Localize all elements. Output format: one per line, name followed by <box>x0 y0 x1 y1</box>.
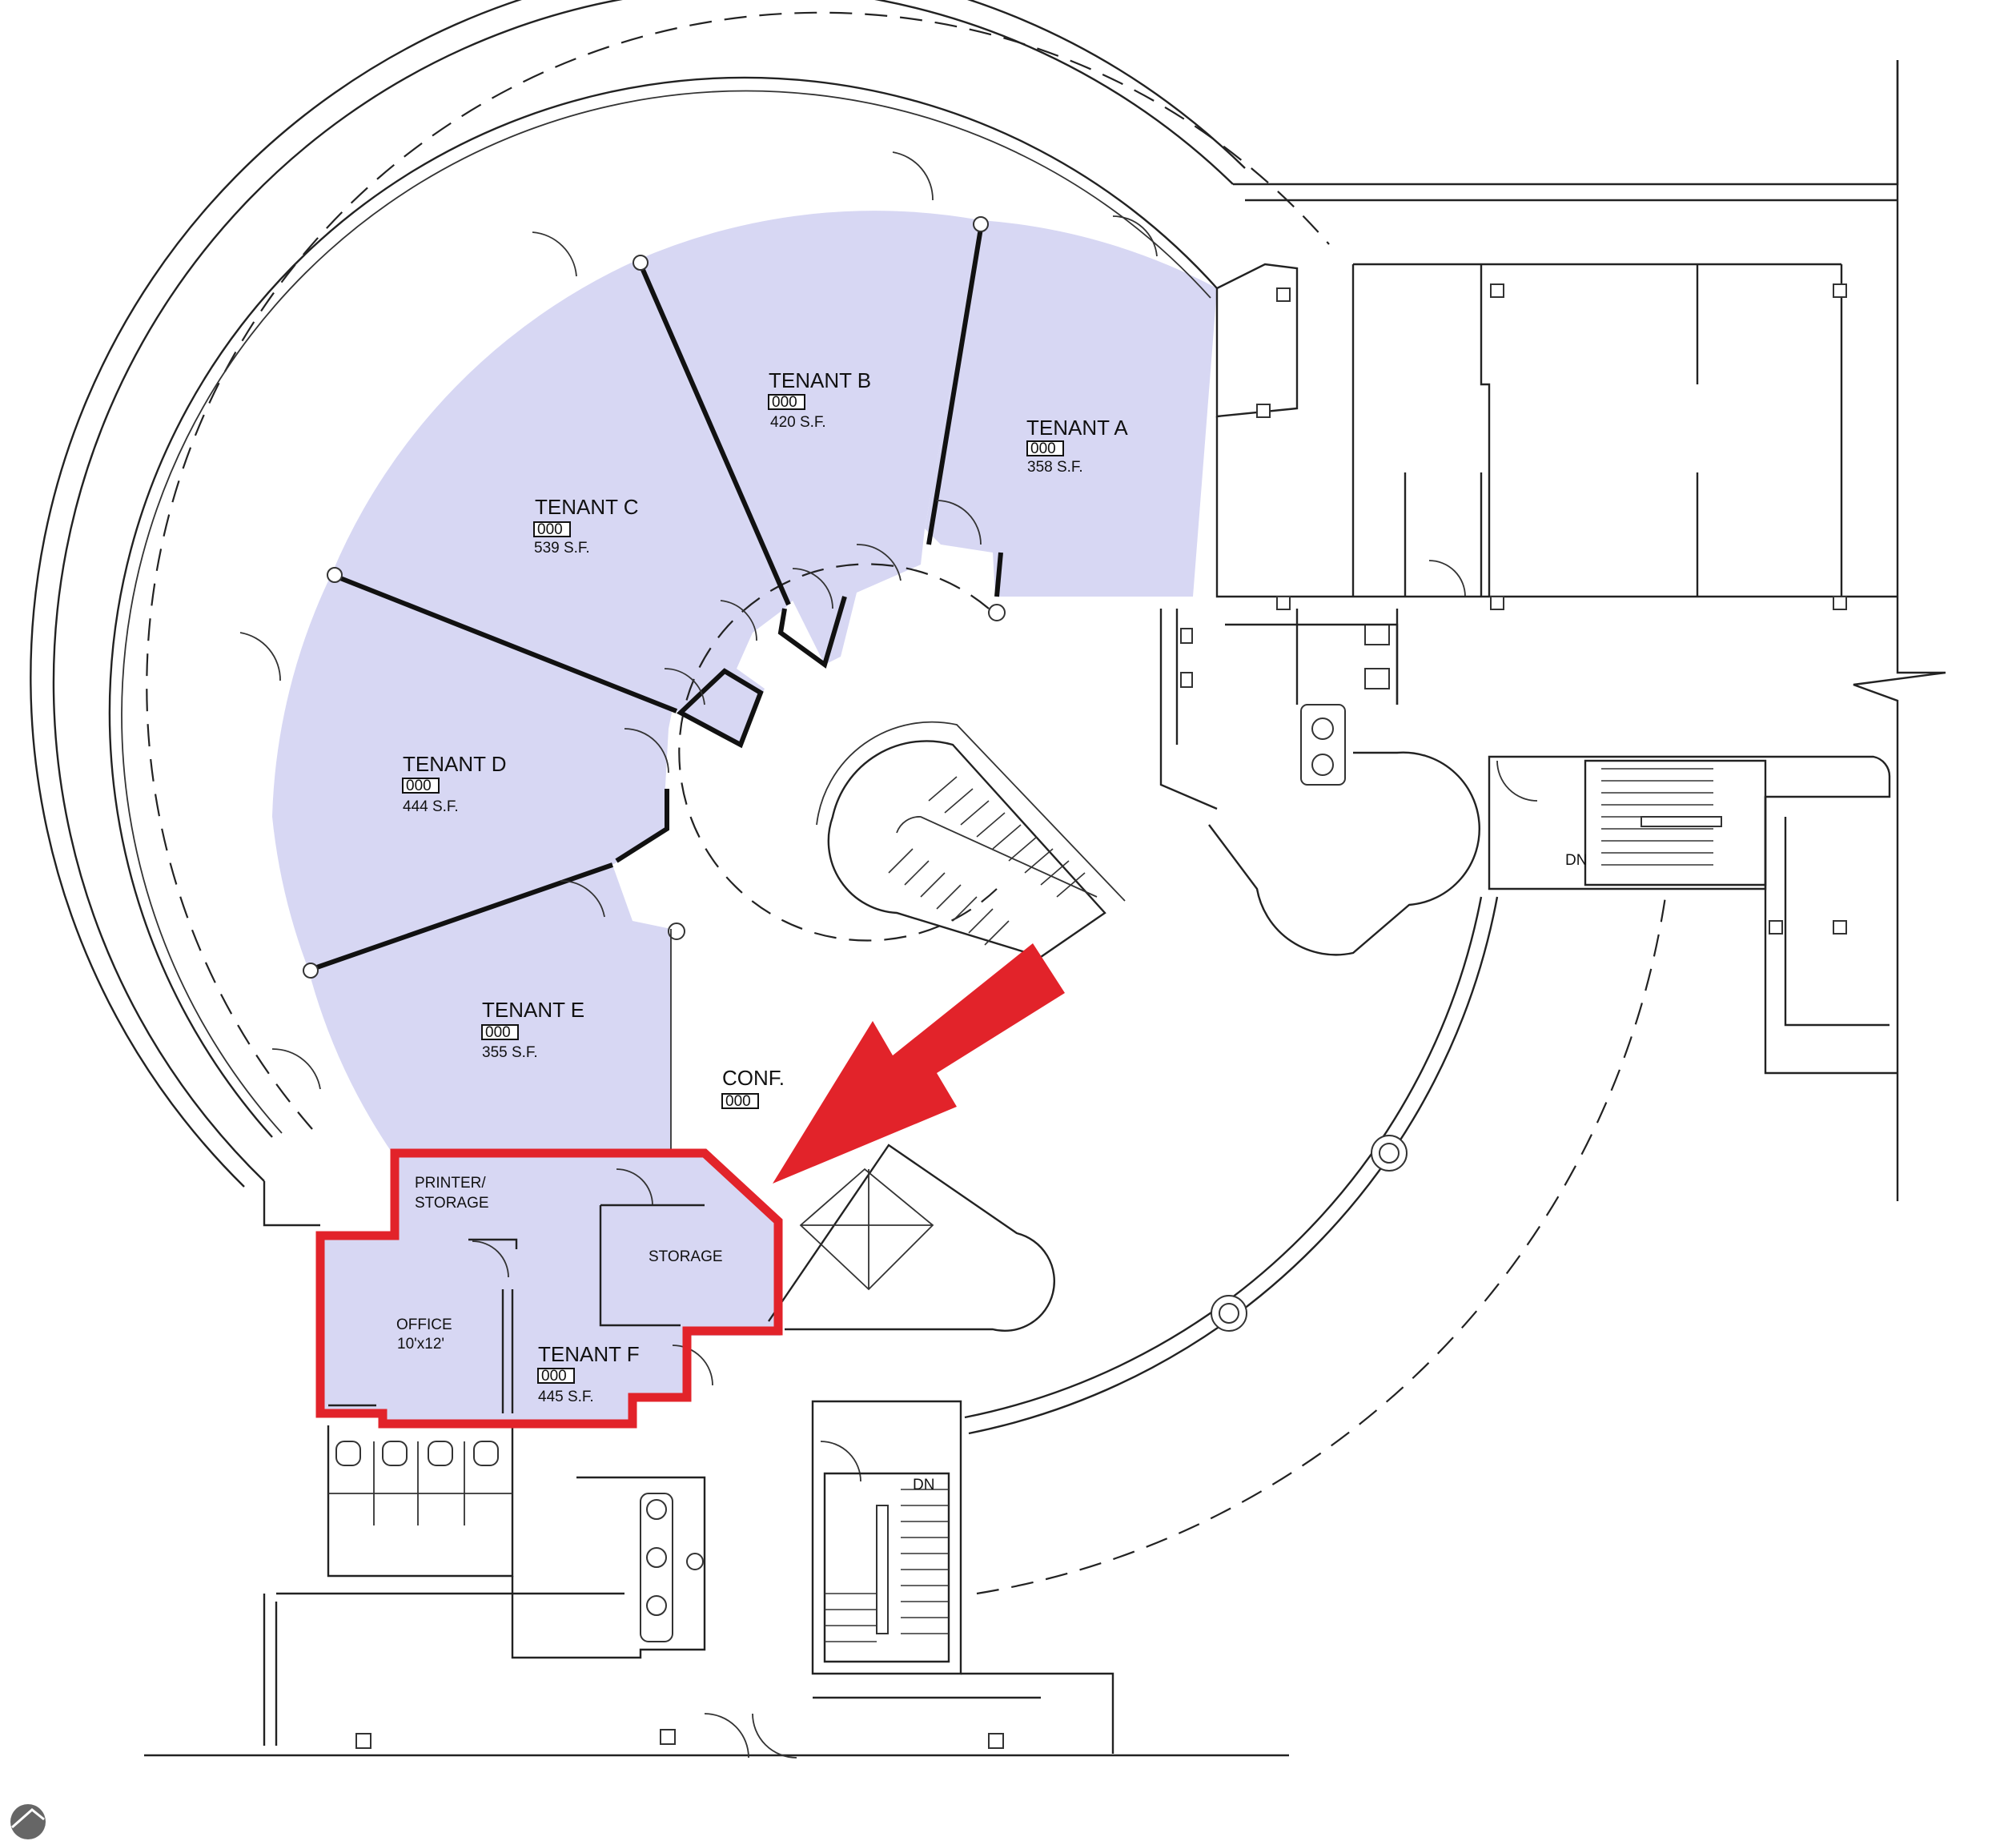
stair-treads <box>888 776 1086 946</box>
tenant-b-name: TENANT B <box>769 368 871 392</box>
central-circulation <box>668 563 1499 1435</box>
outer-building <box>30 0 1946 1757</box>
tenant-a-name: TENANT A <box>1026 416 1128 440</box>
tenant-f-area <box>320 1153 781 1424</box>
tenant-d-number: 000 <box>406 778 432 794</box>
doors <box>239 151 1538 1759</box>
tenant-c-area-label: 539 S.F. <box>534 540 590 557</box>
tenant-c-name: TENANT C <box>535 495 639 519</box>
tenant-f-number: 000 <box>541 1368 567 1385</box>
stair-dn-label-right: DN <box>1565 852 1587 869</box>
tenant-d-label: TENANT D 000 444 S.F. <box>402 752 507 815</box>
tenant-a-number: 000 <box>1030 440 1056 457</box>
tenant-b-area-label: 420 S.F. <box>770 414 826 431</box>
toilets <box>335 1441 499 1466</box>
stair-dn-label-bottom: DN <box>913 1477 934 1493</box>
printer-storage-label-line2: STORAGE <box>415 1195 489 1212</box>
tenant-c-area <box>332 260 785 745</box>
tenant-d-area-label: 444 S.F. <box>403 798 459 815</box>
tenant-f-area-label: 445 S.F. <box>538 1389 594 1405</box>
tenant-partitions <box>303 216 1003 1157</box>
conf-room-name: CONF. <box>722 1066 785 1090</box>
tenant-f-highlight-outline <box>315 1148 783 1429</box>
tenant-e-number: 000 <box>485 1024 511 1041</box>
room-labels: CONF. 000 PRINTER/ STORAGE STORAGE OFFIC… <box>396 1066 785 1353</box>
printer-storage-label-line1: PRINTER/ <box>415 1175 486 1192</box>
tenant-areas <box>272 211 1217 1424</box>
conf-room-number: 000 <box>725 1093 751 1110</box>
upper-right-block <box>1159 263 1898 956</box>
north-logo-icon <box>10 1804 46 1839</box>
curved-stair <box>768 721 1126 1332</box>
right-stair: DN <box>1488 755 1898 1075</box>
tenant-a-area <box>925 220 1217 597</box>
lower-stair: DN <box>811 1400 1114 1754</box>
storage-label: STORAGE <box>649 1248 723 1265</box>
lower-left-restrooms <box>327 1425 1004 1749</box>
highlight-arrow-icon <box>773 943 1065 1184</box>
tenant-e-label: TENANT E 000 355 S.F. <box>481 998 584 1061</box>
tenant-e-area-label: 355 S.F. <box>482 1044 538 1061</box>
tenant-b-number: 000 <box>772 394 797 411</box>
office-size-label: 10'x12' <box>397 1336 444 1353</box>
tenant-c-number: 000 <box>537 521 563 538</box>
office-label: OFFICE <box>396 1316 452 1333</box>
tenant-a-area-label: 358 S.F. <box>1027 459 1083 476</box>
tenant-b-area <box>637 211 981 665</box>
tenant-e-name: TENANT E <box>482 998 584 1022</box>
tenant-d-name: TENANT D <box>403 752 507 776</box>
tenant-b-label: TENANT B 000 420 S.F. <box>768 368 871 431</box>
tenant-e-area <box>308 865 671 1157</box>
tenant-f-label: TENANT F 000 445 S.F. <box>537 1342 640 1405</box>
tenant-a-label: TENANT A 000 358 S.F. <box>1026 416 1128 476</box>
tenant-labels: TENANT A 000 358 S.F. TENANT B 000 420 S… <box>402 368 1128 1405</box>
tenant-c-label: TENANT C 000 539 S.F. <box>533 495 639 557</box>
tenant-f-name: TENANT F <box>538 1342 640 1366</box>
